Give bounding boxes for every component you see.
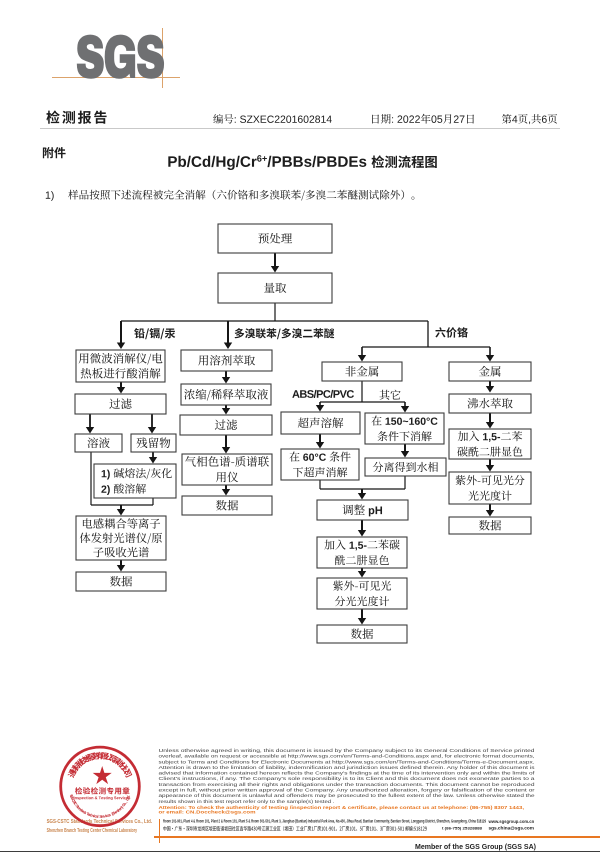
svg-text:advised that information conta: advised that information contained hereo… xyxy=(159,771,536,777)
svg-text:appearance of this document is: appearance of this document is unlawful … xyxy=(159,793,535,799)
svg-text:subject to Terms and Condition: subject to Terms and Conditions for Elec… xyxy=(159,759,535,765)
svg-text:results shown in this test rep: results shown in this test report refer … xyxy=(159,799,335,805)
svg-text:Client's instructions, if any.: Client's instructions, if any. The Compa… xyxy=(159,776,535,782)
svg-text:www.sgsgroup.com.cn: www.sgsgroup.com.cn xyxy=(488,819,535,824)
svg-text:overleaf, available on request: overleaf, available on request or access… xyxy=(159,754,535,760)
svg-text:transaction from exercising al: transaction from exercising all their ri… xyxy=(159,782,535,788)
svg-text:or email: CN.Doccheck@sgs.com: or email: CN.Doccheck@sgs.com xyxy=(159,810,256,816)
svg-text:Attention: To check the authen: Attention: To check the authenticity of … xyxy=(159,805,525,811)
svg-text:sgs.china@sgs.com: sgs.china@sgs.com xyxy=(489,826,535,831)
svg-text:except in full, without prior: except in full, without prior written ap… xyxy=(159,787,536,793)
svg-text:Member of the SGS Group (SGS S: Member of the SGS Group (SGS SA) xyxy=(415,844,536,851)
svg-text:Shenzhen Branch Testing Center: Shenzhen Branch Testing Center Chemical … xyxy=(47,828,138,834)
svg-text:Unless otherwise agreed in wri: Unless otherwise agreed in writing, this… xyxy=(159,748,535,754)
svg-text:SGS-CSTC Standards Technical S: SGS-CSTC Standards Technical Services Co… xyxy=(47,819,153,825)
svg-text:Attention is drawn to the limi: Attention is drawn to the limitation of … xyxy=(159,765,536,771)
svg-text:t (86-755) 25328888: t (86-755) 25328888 xyxy=(442,826,483,831)
svg-text:Room 101-901, Plant 4 & Room 1: Room 101-901, Plant 4 & Room 101, Plant … xyxy=(163,819,486,824)
